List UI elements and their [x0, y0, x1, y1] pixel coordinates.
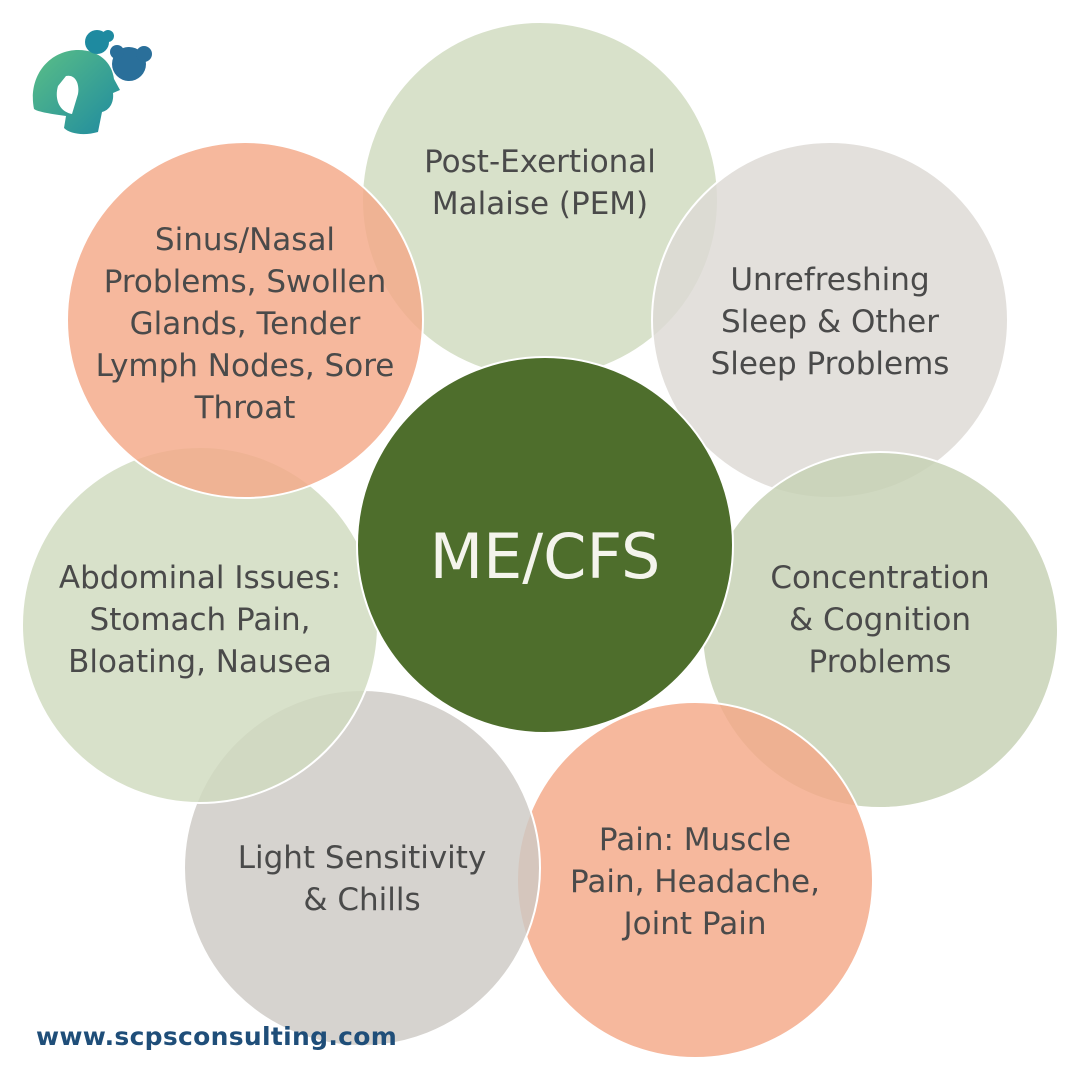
petal-label-line: Unrefreshing — [730, 262, 929, 298]
petal-label-line: Pain, Headache, — [570, 864, 820, 900]
petal-label-line: & Chills — [303, 882, 420, 918]
petal-label-abdominal-issues: Abdominal Issues: Stomach Pain, Bloating, … — [59, 560, 341, 680]
petal-label-line: Joint Pain — [622, 906, 767, 942]
puzzle-piece-small-bump — [102, 30, 114, 42]
petal-label-line: Sleep Problems — [711, 346, 950, 382]
petal-label-line: Problems, Swollen — [104, 264, 387, 300]
petal-label-line: Sinus/Nasal — [155, 222, 335, 258]
petal-label-line: Bloating, Nausea — [68, 644, 332, 680]
profile-head-with-puzzle-pieces-icon — [32, 30, 152, 135]
petal-label-line: Glands, Tender — [130, 306, 361, 342]
petal-label-line: Malaise (PEM) — [432, 186, 648, 222]
petal-label-line: Problems — [809, 644, 952, 680]
center-circle — [356, 356, 734, 734]
puzzle-piece-large-bump — [136, 46, 152, 62]
puzzle-piece-large-bump-2 — [110, 45, 124, 59]
petal-label-line: Sleep & Other — [721, 304, 939, 340]
petal-label-line: Post-Exertional — [424, 144, 656, 180]
petal-label-line: Abdominal Issues: — [59, 560, 341, 596]
petal-label-line: & Cognition — [789, 602, 971, 638]
petal-label-line: Stomach Pain, — [90, 602, 311, 638]
head-profile-shape — [32, 49, 120, 135]
petal-label-line: Concentration — [770, 560, 989, 596]
petal-label-line: Lymph Nodes, Sore — [96, 348, 395, 384]
center-circle-group: ME/CFS — [356, 356, 734, 734]
petal-label-line: Pain: Muscle — [599, 822, 791, 858]
center-label: ME/CFS — [430, 520, 661, 593]
website-url: www.scpsconsulting.com — [36, 1022, 398, 1051]
petal-circles — [21, 21, 1059, 1059]
petal-label-line: Light Sensitivity — [238, 840, 487, 876]
petal-label-line: Throat — [194, 390, 296, 426]
petal-circle-sinus-nasal-problems — [66, 141, 424, 499]
petal-label-light-sensitivity: Light Sensitivity & Chills — [238, 840, 487, 918]
